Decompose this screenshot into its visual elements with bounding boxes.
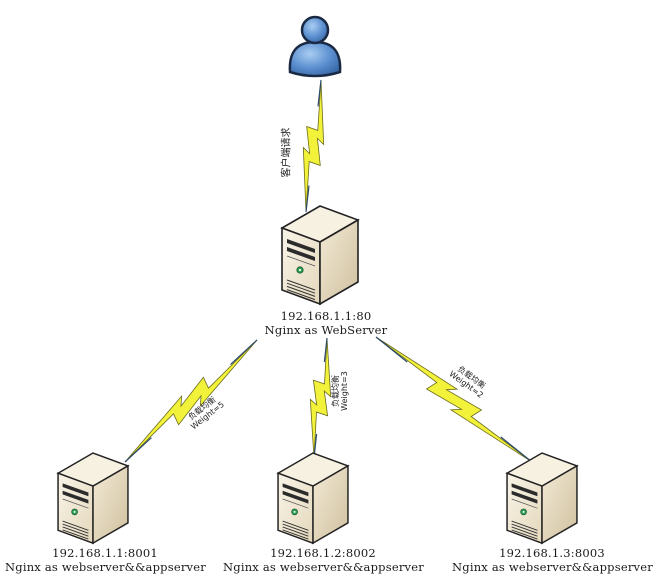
- vent-line: [286, 285, 316, 297]
- vent-line: [511, 523, 538, 534]
- vent-line: [282, 523, 309, 534]
- connector-line: [230, 339, 258, 365]
- vent-line: [286, 279, 316, 291]
- connector-line: [305, 185, 310, 213]
- user-head: [300, 15, 330, 45]
- drive-bay: [287, 239, 315, 253]
- node-label-app1: 192.168.1.1:8001 Nginx as webserver&&app…: [5, 546, 206, 574]
- edge-nginx-lb-to-app3: [375, 336, 533, 463]
- edge-nginx-lb-to-app1: [124, 339, 258, 463]
- lightning-bolt-icon: [302, 79, 325, 213]
- server-app1-icon: [56, 452, 130, 545]
- drive-bay: [511, 490, 538, 504]
- edge-label-title: 负载均衡: [330, 375, 340, 408]
- divider: [511, 498, 538, 509]
- drive-bay: [282, 483, 309, 497]
- drive-bay: [62, 490, 89, 504]
- node-role: Nginx as webserver&&appserver: [5, 560, 206, 574]
- edge-client-to-nginx-lb: [302, 79, 325, 213]
- edge-label-client-request: 客户端请求: [281, 127, 293, 178]
- server-side: [541, 464, 578, 545]
- connector-line: [317, 79, 322, 107]
- connector-line: [124, 437, 152, 463]
- drive-bay: [511, 483, 538, 497]
- node-role: Nginx as webserver&&appserver: [223, 560, 424, 574]
- user-body: [288, 40, 342, 78]
- edge-label-weight-3: 负载均衡 Weight=3: [331, 371, 349, 411]
- vent-line: [282, 520, 309, 531]
- node-address: 192.168.1.1:80: [280, 309, 372, 323]
- divider: [282, 498, 309, 509]
- drive-bay: [287, 247, 315, 261]
- vent-line: [62, 529, 89, 540]
- node-address: 192.168.1.2:8002: [270, 546, 376, 560]
- power-led-center: [522, 510, 525, 513]
- vent-line: [511, 529, 538, 540]
- connector-line: [323, 337, 328, 363]
- edge-label-text: 客户端请求: [281, 127, 293, 178]
- vent-line: [511, 520, 538, 531]
- drive-bay: [282, 490, 309, 504]
- node-role: Nginx as webserver&&appserver: [452, 560, 653, 574]
- vent-line: [282, 529, 309, 540]
- vent-line: [286, 289, 316, 301]
- drive-bay: [62, 483, 89, 497]
- node-label-nginx-lb: 192.168.1.1:80 Nginx as WebServer: [236, 309, 416, 337]
- edge-nginx-lb-to-app2: [309, 337, 332, 459]
- divider: [62, 498, 89, 509]
- vent-line: [286, 282, 316, 294]
- vent-line: [62, 526, 89, 537]
- edge-label-weight: Weight=3: [339, 371, 349, 411]
- vent-line: [62, 523, 89, 534]
- vent-line: [511, 526, 538, 537]
- lightning-bolt-icon: [309, 337, 332, 459]
- vent-line: [62, 520, 89, 531]
- connector-line: [500, 436, 533, 463]
- server-side: [312, 464, 349, 545]
- connector-line: [375, 336, 408, 363]
- server-nginx-lb-icon: [280, 205, 360, 306]
- power-led-center: [293, 510, 296, 513]
- server-app3-icon: [505, 452, 579, 545]
- nodes-layer: [56, 15, 579, 545]
- power-led-center: [298, 268, 302, 272]
- vent-line: [282, 526, 309, 537]
- user-client-icon: [288, 15, 342, 78]
- edges-layer: [124, 79, 533, 463]
- node-label-app3: 192.168.1.3:8003 Nginx as webserver&&app…: [452, 546, 653, 574]
- node-address: 192.168.1.1:8001: [52, 546, 158, 560]
- server-side: [319, 218, 359, 306]
- node-role: Nginx as WebServer: [264, 323, 388, 337]
- power-led-center: [73, 510, 76, 513]
- node-label-app2: 192.168.1.2:8002 Nginx as webserver&&app…: [223, 546, 424, 574]
- server-app2-icon: [276, 452, 350, 545]
- divider: [286, 255, 316, 267]
- node-address: 192.168.1.3:8003: [499, 546, 605, 560]
- server-side: [92, 464, 129, 545]
